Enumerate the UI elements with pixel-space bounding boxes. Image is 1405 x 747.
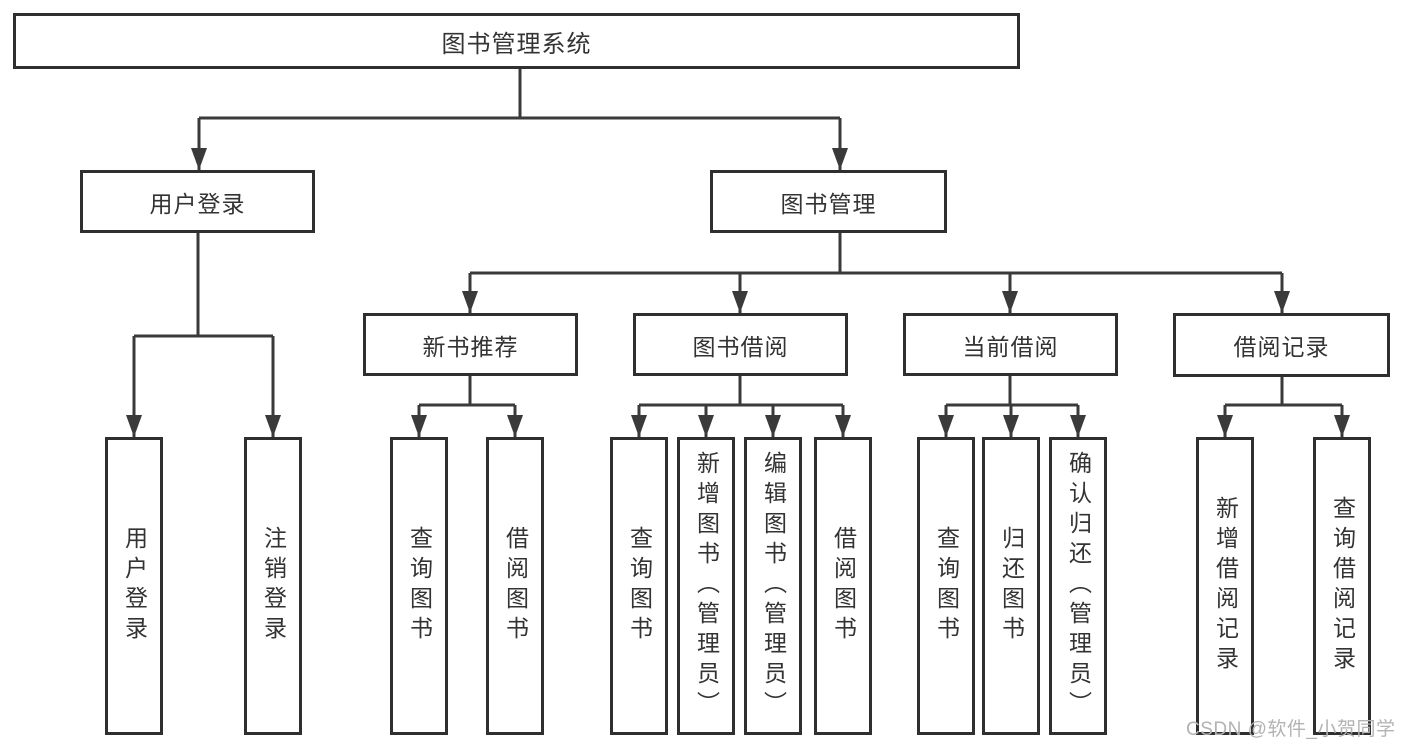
leaf-user-login: 用户登录 — [105, 437, 163, 735]
arrow-icon — [1217, 415, 1233, 437]
connector-borrow-records-split — [1223, 376, 1344, 437]
arrow-icon — [1070, 415, 1086, 437]
node-current-borrowing: 当前借阅 — [903, 313, 1118, 376]
node-root-system: 图书管理系统 — [13, 13, 1020, 69]
leaf-query-books-recommend: 查询图书 — [390, 437, 448, 735]
arrow-icon — [507, 415, 523, 437]
arrow-icon — [462, 291, 478, 313]
arrow-icon — [832, 148, 848, 170]
connector-root-split — [197, 69, 842, 170]
connector-new-book-split — [417, 376, 517, 437]
arrowheads — [126, 148, 1350, 437]
watermark: CSDN @软件_小贺同学 — [1186, 719, 1396, 740]
arrow-icon — [265, 415, 281, 437]
arrow-icon — [765, 415, 781, 437]
arrow-icon — [1002, 291, 1018, 313]
connector-book-borrow-split — [637, 376, 845, 437]
arrow-icon — [1334, 415, 1350, 437]
leaf-add-books-admin: 新增图书（管理员） — [677, 437, 735, 735]
arrow-icon — [631, 415, 647, 437]
leaf-edit-books-admin: 编辑图书（管理员） — [744, 437, 802, 735]
arrow-icon — [1274, 291, 1290, 313]
node-book-management: 图书管理 — [710, 170, 947, 233]
leaf-confirm-return-admin: 确认归还（管理员） — [1049, 437, 1107, 735]
arrow-icon — [191, 148, 207, 170]
leaf-query-borrow-record: 查询借阅记录 — [1313, 437, 1371, 735]
arrow-icon — [698, 415, 714, 437]
arrow-icon — [938, 415, 954, 437]
arrow-icon — [732, 291, 748, 313]
node-user-login: 用户登录 — [80, 170, 315, 233]
leaf-query-books-current: 查询图书 — [917, 437, 975, 735]
arrow-icon — [411, 415, 427, 437]
leaf-return-books: 归还图书 — [982, 437, 1040, 735]
node-new-book-recommend: 新书推荐 — [363, 313, 578, 376]
arrow-icon — [835, 415, 851, 437]
leaf-borrow-books-recommend: 借阅图书 — [486, 437, 544, 735]
leaf-add-borrow-record: 新增借阅记录 — [1196, 437, 1254, 735]
node-borrowing-records: 借阅记录 — [1173, 313, 1390, 377]
node-book-borrowing: 图书借阅 — [633, 313, 848, 376]
leaf-logout-login: 注销登录 — [244, 437, 302, 735]
leaf-borrow-books-borrowing: 借阅图书 — [814, 437, 872, 735]
connector-user-login-split — [132, 233, 275, 437]
leaf-query-books-borrowing: 查询图书 — [610, 437, 668, 735]
arrow-icon — [1003, 415, 1019, 437]
arrow-icon — [126, 415, 142, 437]
connector-book-mgmt-split — [468, 233, 1284, 313]
